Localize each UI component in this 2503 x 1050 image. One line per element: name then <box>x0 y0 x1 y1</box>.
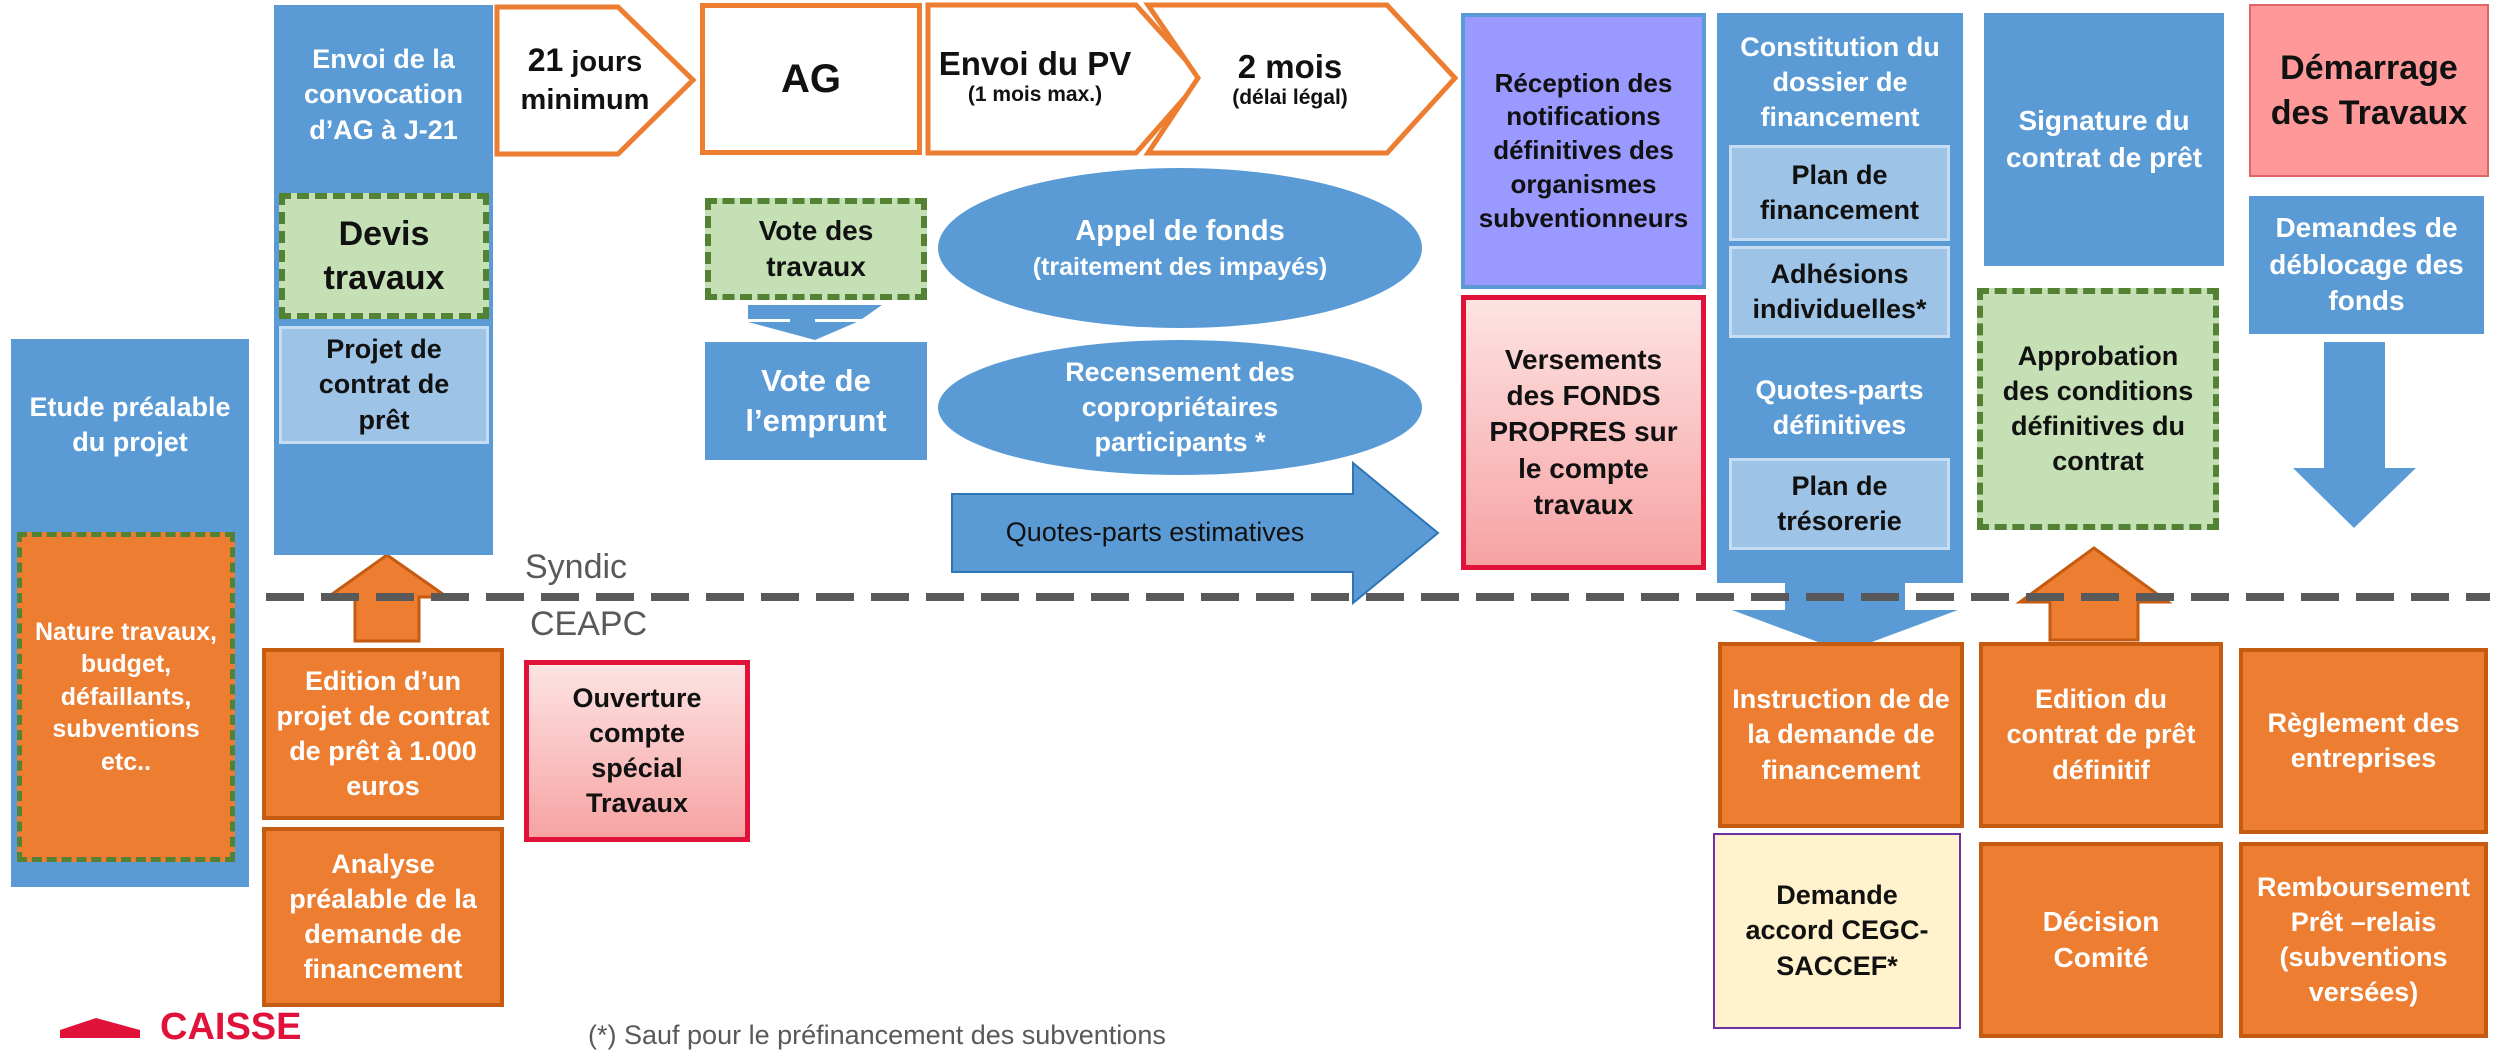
syndic-label: Syndic <box>525 548 628 586</box>
recensement-ellipse: Recensement des copropriétaires particip… <box>938 340 1422 475</box>
ouverture-compte-box: Ouverture compte spécial Travaux <box>524 660 750 842</box>
edition-projet-contrat-box: Edition d’un projet de contrat de prêt à… <box>262 648 504 820</box>
demandes-deblocage-box: Demandes de déblocage des fonds <box>2249 196 2484 334</box>
etude-prealable-label: Etude préalable du projet <box>29 391 231 457</box>
adhesions-box: Adhésions individuelles* <box>1729 246 1950 338</box>
demande-accord-box: Demande accord CEGC-SACCEF* <box>1713 833 1961 1029</box>
logo-mark <box>60 1018 140 1038</box>
analyse-prealable-box: Analyse préalable de la demande de finan… <box>262 827 504 1007</box>
versements-fonds-propres-box: Versements des FONDS PROPRES sur le comp… <box>1461 295 1706 570</box>
signature-contrat-box: Signature du contrat de prêt <box>1984 13 2224 266</box>
arrow-down-vote <box>748 305 882 340</box>
plan-tresorerie-box: Plan de trésorerie <box>1729 458 1950 550</box>
reception-notifications-box: Réception des notifications définitives … <box>1461 13 1706 289</box>
quotes-parts-definitives-label: Quotes-parts définitives <box>1755 374 1924 440</box>
appel-fonds-ellipse: Appel de fonds (traitement des impayés) <box>938 168 1422 328</box>
chevron-2-mois <box>1143 2 1459 156</box>
decision-comite-box: Décision Comité <box>1979 842 2223 1038</box>
chevron-envoi-pv <box>925 2 1206 156</box>
instruction-demande-box: Instruction de de la demande de financem… <box>1718 642 1964 828</box>
quotes-parts-estimatives-label: Quotes-parts estimatives <box>1005 517 1305 548</box>
envoi-pv-label: Envoi du PV (1 mois max.) <box>938 45 1132 106</box>
chevron-21-jours <box>494 4 697 157</box>
vote-emprunt-box: Vote de l’emprunt <box>705 342 927 460</box>
ceapc-label: CEAPC <box>530 605 648 643</box>
devis-travaux-box: Devis travaux <box>279 193 489 319</box>
remboursement-box: Remboursement Prêt –relais (subventions … <box>2239 842 2488 1038</box>
deux-mois-label: 2 mois (délai légal) <box>1232 48 1348 109</box>
plan-financement-box: Plan de financement <box>1729 145 1950 241</box>
edition-contrat-definitif-box: Edition du contrat de prêt définitif <box>1979 642 2223 828</box>
caisse-logo-text: CAISSE <box>160 1006 302 1048</box>
projet-contrat-box: Projet de contrat de prêt <box>279 326 489 444</box>
approbation-box: Approbation des conditions définitives d… <box>1977 288 2219 530</box>
nature-travaux-box: Nature travaux, budget, défaillants, sub… <box>17 532 235 862</box>
footnote: (*) Sauf pour le préfinancement des subv… <box>588 1020 1166 1050</box>
arrow-down-deblocage <box>2293 342 2416 528</box>
arrow-right-quotes-parts <box>951 460 1440 606</box>
vote-travaux-box: Vote des travaux <box>705 198 927 300</box>
convocation-label: Envoi de la convocation d’AG à J-21 <box>303 44 464 145</box>
reglement-entreprises-box: Règlement des entreprises <box>2239 648 2488 834</box>
demarrage-travaux-box: Démarrage des Travaux <box>2249 4 2489 177</box>
ag-box: AG <box>700 3 922 155</box>
arrow-down-constitution <box>1732 570 1958 652</box>
constitution-label: Constitution du dossier de financement <box>1740 31 1940 133</box>
